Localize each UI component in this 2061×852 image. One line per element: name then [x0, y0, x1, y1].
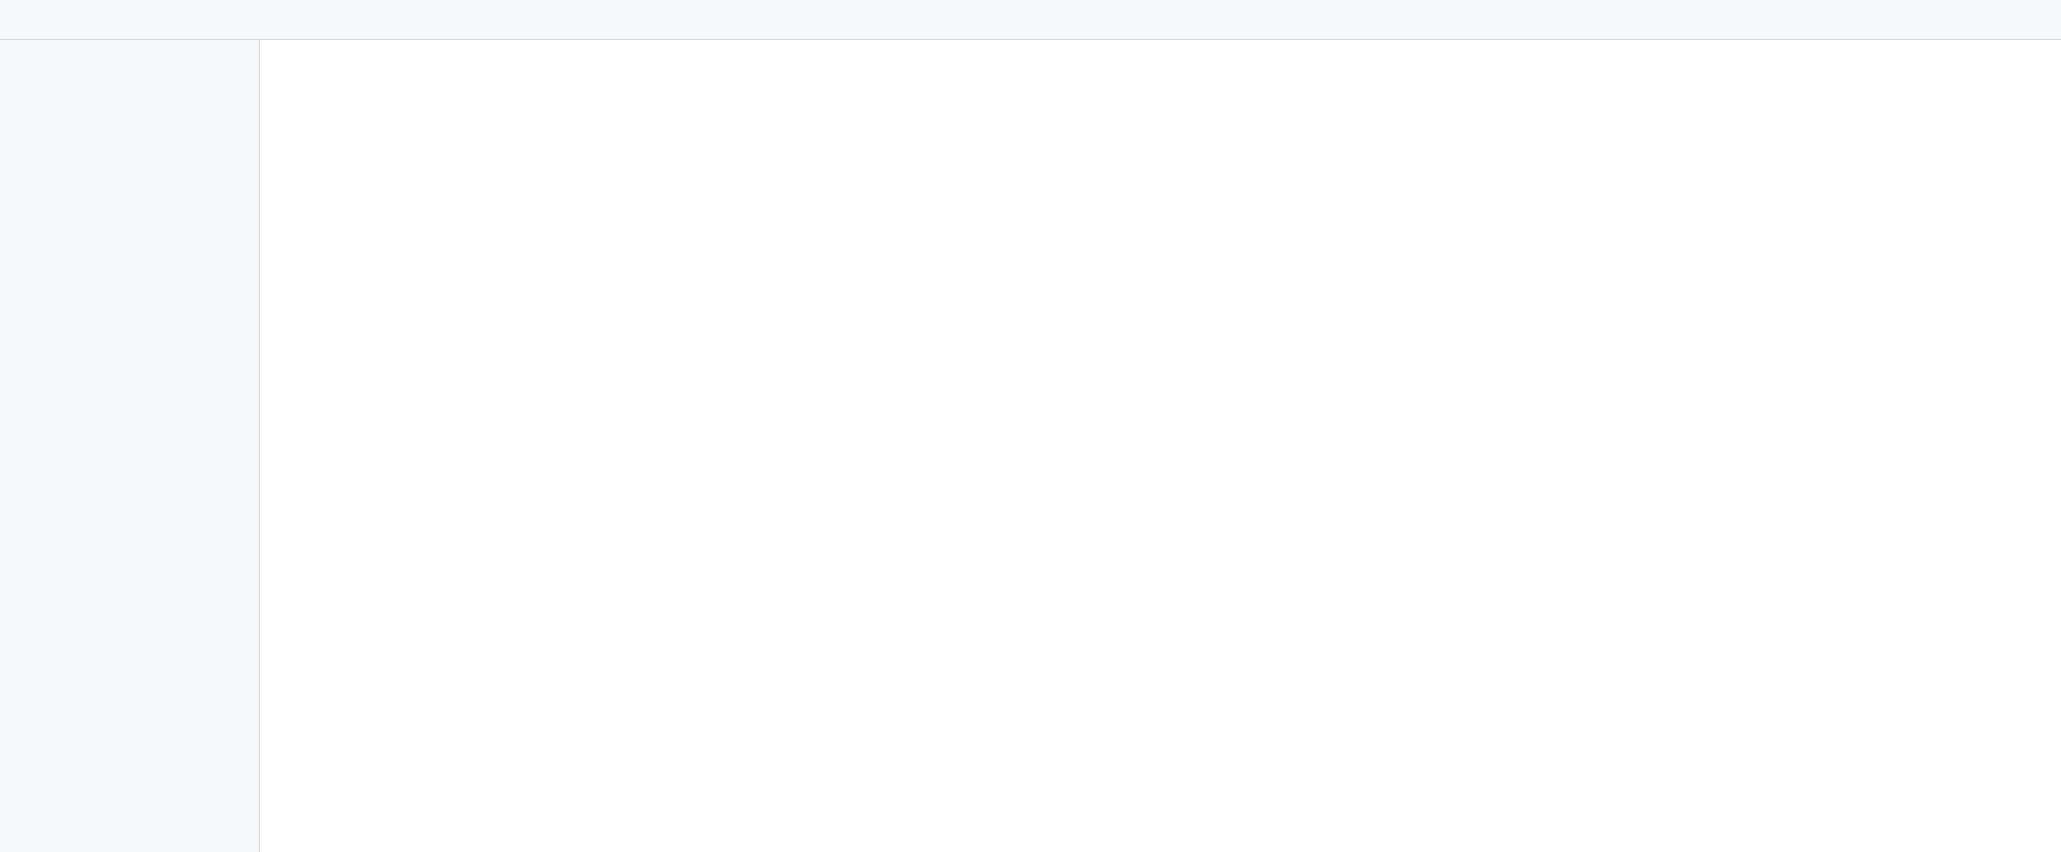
- title-bar: [0, 0, 2061, 40]
- main-content: [260, 40, 2061, 852]
- sidebar: [0, 40, 260, 852]
- app-body: [0, 40, 2061, 852]
